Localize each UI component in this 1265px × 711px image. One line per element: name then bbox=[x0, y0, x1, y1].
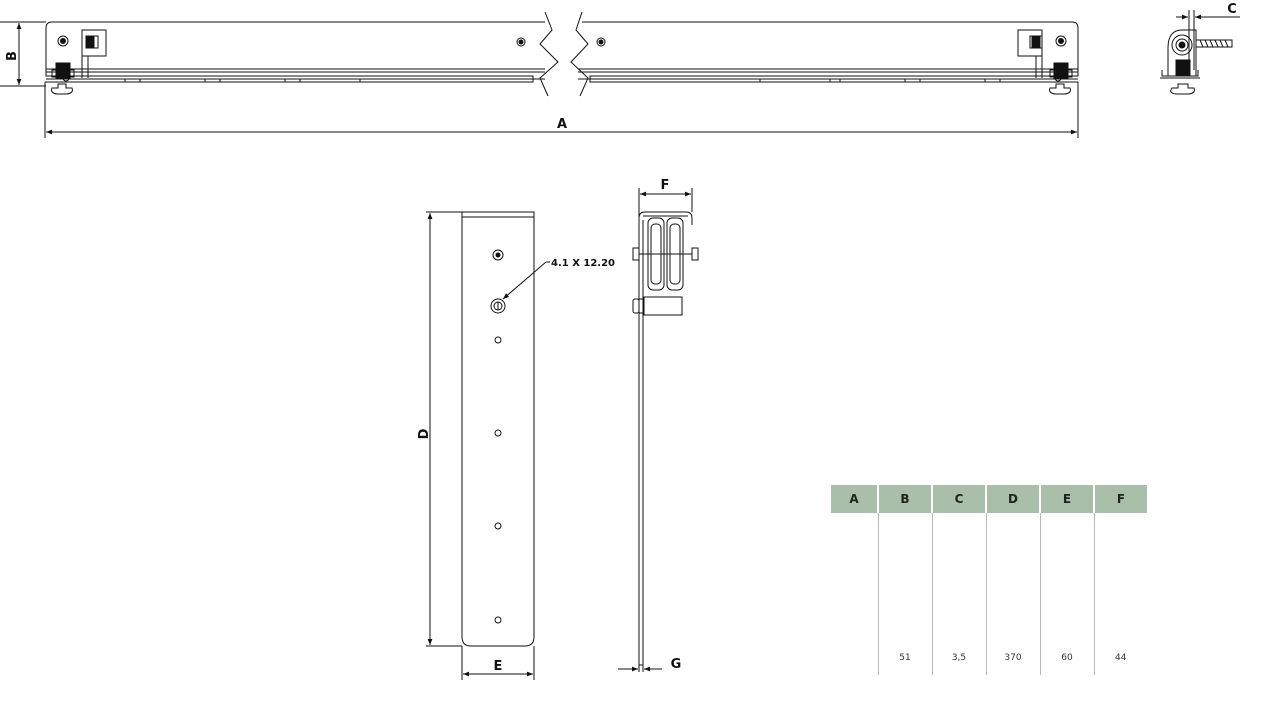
table-value-f: 44 bbox=[1093, 513, 1147, 675]
dimension-g bbox=[618, 650, 662, 672]
dimension-table: A B C D E F 51 3,5 370 60 44 bbox=[831, 485, 1147, 675]
table-header-e: E bbox=[1039, 485, 1094, 513]
dimension-b bbox=[0, 21, 46, 87]
rail-front-view bbox=[45, 11, 1079, 97]
table-header-d: D bbox=[985, 485, 1040, 513]
table-value-c: 3,5 bbox=[931, 513, 986, 675]
dimension-label-c: C bbox=[1227, 2, 1237, 17]
table-header-c: C bbox=[931, 485, 986, 513]
dimension-label-f: F bbox=[661, 178, 670, 193]
dimension-label-a: A bbox=[557, 117, 567, 132]
table-value-d: 370 bbox=[985, 513, 1040, 675]
hanger-plate-front-view bbox=[461, 211, 535, 647]
hanger-side-view bbox=[632, 211, 699, 666]
table-value-e: 60 bbox=[1039, 513, 1094, 675]
hole-callout-text: 4.1 X 12.20 bbox=[551, 258, 615, 269]
dimension-label-g: G bbox=[671, 657, 682, 672]
dimension-label-d: D bbox=[417, 428, 432, 439]
dimension-label-b: B bbox=[5, 51, 20, 61]
rail-side-view bbox=[1160, 29, 1233, 95]
table-header-f: F bbox=[1093, 485, 1147, 513]
dimension-c bbox=[1176, 10, 1240, 32]
dimension-e bbox=[461, 646, 535, 680]
dimension-table-value-row: 51 3,5 370 60 44 bbox=[831, 513, 1147, 675]
dimension-d bbox=[426, 211, 462, 647]
table-value-b: 51 bbox=[877, 513, 932, 675]
dimension-a bbox=[44, 82, 1079, 138]
table-header-a: A bbox=[831, 485, 878, 513]
dimension-label-e: E bbox=[494, 659, 503, 674]
hole-callout-leader bbox=[502, 261, 550, 300]
dimension-f bbox=[638, 188, 693, 212]
table-header-b: B bbox=[877, 485, 932, 513]
table-value-a bbox=[831, 513, 878, 675]
dimension-table-header-row: A B C D E F bbox=[831, 485, 1147, 513]
